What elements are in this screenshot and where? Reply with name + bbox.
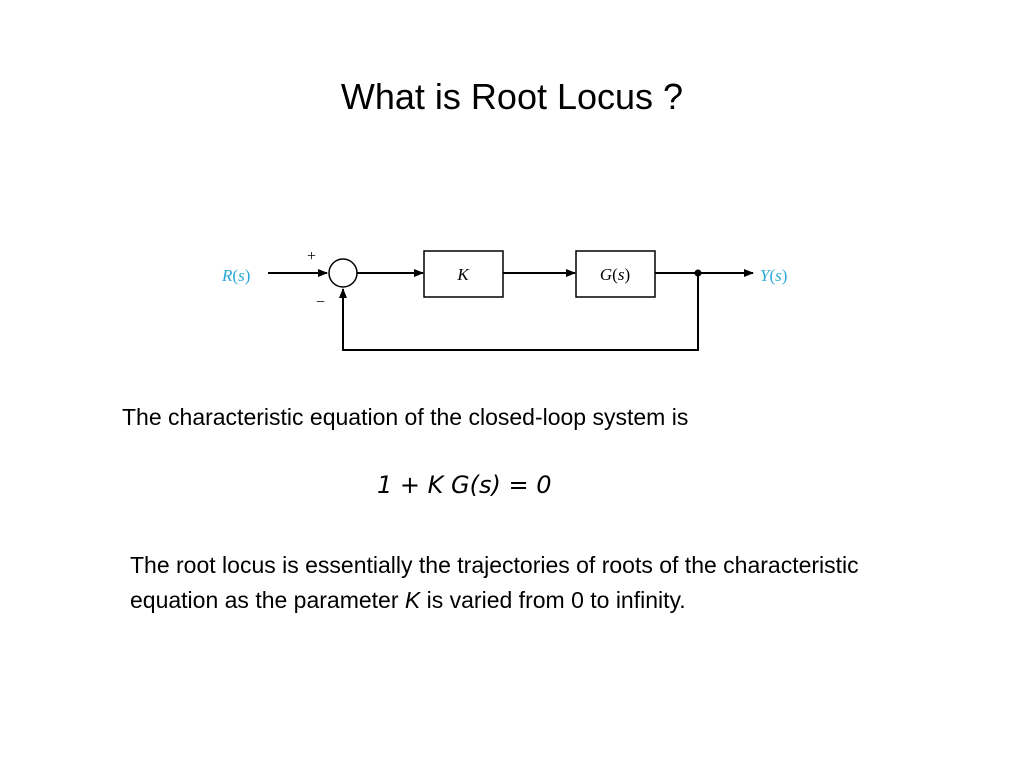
input-label-main: R <box>221 266 233 285</box>
description-parameter: K <box>404 587 421 613</box>
plant-block-var: s <box>618 265 625 284</box>
plant-block-paren-close: ) <box>624 265 630 284</box>
input-label-paren-open: ( <box>232 266 238 285</box>
slide-title: What is Root Locus ? <box>340 76 684 117</box>
input-signal-label: R(s) <box>221 266 250 285</box>
root-locus-description: The root locus is essentially the trajec… <box>130 548 910 618</box>
characteristic-equation: 1 + K G(s) = 0 <box>377 471 552 499</box>
plus-sign: + <box>307 248 316 265</box>
plant-block-paren-open: ( <box>612 265 618 284</box>
input-label-paren-close: ) <box>245 266 251 285</box>
feedback-path <box>339 273 699 351</box>
plant-block-label: G(s) <box>600 265 630 284</box>
intro-text: The characteristic equation of the close… <box>122 404 689 430</box>
gain-block <box>423 250 504 298</box>
output-label-paren-close: ) <box>782 266 788 285</box>
summing-junction <box>328 258 358 288</box>
plant-block <box>575 250 656 298</box>
input-label-var: s <box>238 266 245 285</box>
output-signal-label: Y(s) <box>760 266 787 285</box>
minus-sign: − <box>316 294 325 311</box>
output-label-paren-open: ( <box>769 266 775 285</box>
plant-block-main: G <box>600 265 612 284</box>
gain-block-label: K <box>456 265 470 284</box>
output-label-var: s <box>775 266 782 285</box>
output-label-main: Y <box>760 266 771 285</box>
description-part-2: is varied from 0 to infinity. <box>420 587 686 613</box>
description-part-1: The root locus is essentially the trajec… <box>130 552 859 613</box>
